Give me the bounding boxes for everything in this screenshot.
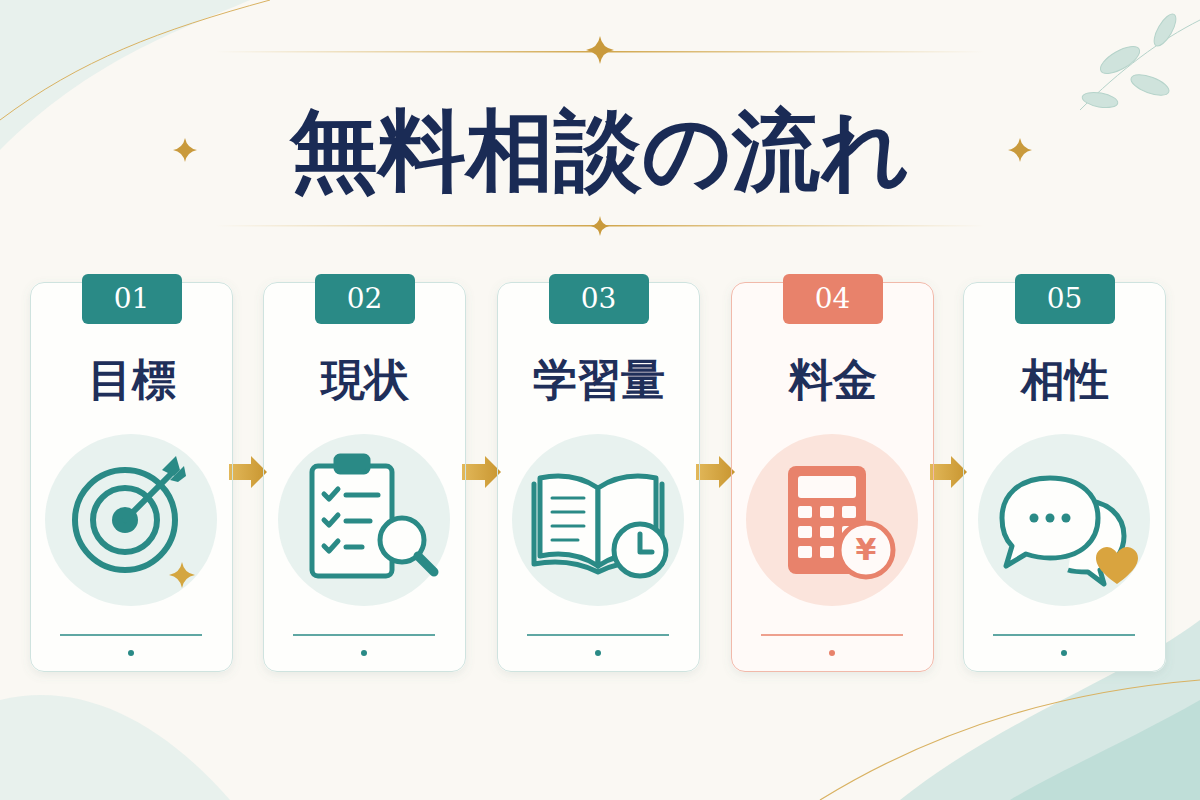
sparkle [173,138,197,162]
step-number: 01 [82,274,182,324]
step-number: 02 [315,274,415,324]
step-heading: 目標 [88,354,176,407]
sparkle [586,36,614,64]
step-number: 03 [549,274,649,324]
card-grounds [30,282,1166,672]
step-card: 03学習量 [497,282,700,672]
flow-arrow [229,456,267,488]
gold-curve [820,680,1200,800]
corner-wave [0,0,250,150]
step-number: 05 [1015,274,1115,324]
step-card: 05相性 [963,282,1166,672]
target-icon [75,456,186,570]
corner-wave [1010,700,1200,800]
step-heading: 現状 [321,354,409,407]
step-heading: 相性 [1021,354,1109,407]
sparkle [169,562,195,588]
corner-wave [0,695,230,800]
yen-sign: ¥ [856,535,877,565]
sparkle [1008,138,1032,162]
clipboard-icon [312,456,434,576]
flow-arrow [696,456,735,488]
step-heading: 学習量 [533,354,665,407]
leaf-sprig [1080,11,1200,110]
book-icon [534,476,666,576]
sparkle [591,216,609,236]
flow-arrow [930,456,967,488]
flow-arrow [462,456,501,488]
icon-disc [512,434,684,606]
step-card: 02現状 [263,282,466,672]
calculator-icon [788,466,893,577]
step-card: 01目標 [30,282,233,672]
card-footer-rule [60,635,1135,656]
heart-icon [1096,547,1138,584]
step-card: 04料金 [731,282,934,672]
step-number: 04 [783,274,883,324]
icon-disc [746,434,918,606]
gold-curve [0,0,270,120]
diagram-title: 無料相談の流れ [0,98,1200,204]
icon-disc [278,434,450,606]
icon-disc [978,434,1150,606]
step-heading: 料金 [789,354,877,407]
icon-disc [45,434,217,606]
